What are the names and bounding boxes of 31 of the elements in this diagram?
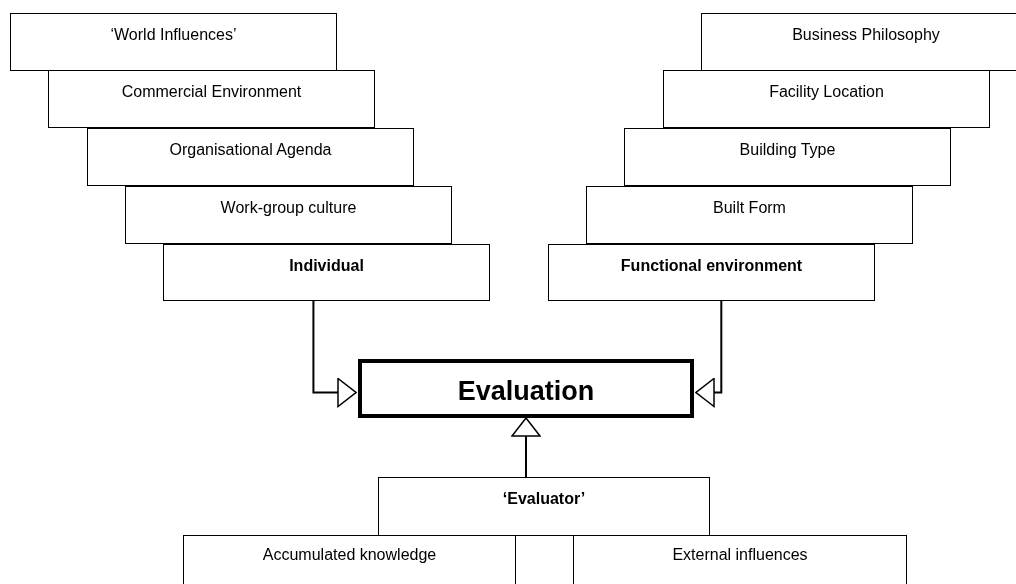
node-label: Building Type [738, 141, 837, 159]
node-label: Commercial Environment [120, 83, 303, 101]
label-box [48, 70, 375, 128]
node-label: Accumulated knowledge [261, 546, 438, 564]
label-box [125, 186, 452, 244]
label-box [87, 128, 414, 186]
node-label: Functional environment [619, 257, 804, 275]
node-label: ‘Evaluator’ [501, 490, 587, 508]
label-box [663, 70, 990, 128]
node-label: Individual [288, 257, 365, 275]
node-label: Business Philosophy [791, 26, 941, 44]
arrow [312, 300, 357, 408]
label-box [183, 535, 516, 584]
node-label: Work-group culture [219, 199, 358, 217]
node-label: Evaluation [456, 376, 596, 407]
label-box [378, 477, 710, 536]
label-box [586, 186, 913, 244]
label-box [573, 535, 907, 584]
arrow [511, 417, 541, 478]
arrow [695, 300, 723, 408]
label-box [10, 13, 337, 71]
label-box [701, 13, 1016, 71]
node-label: Facility Location [768, 83, 885, 101]
node-label: Built Form [712, 199, 787, 217]
label-box [548, 244, 875, 301]
node-label: ‘World Influences’ [109, 26, 238, 44]
node-label: External influences [671, 546, 809, 564]
central-box [358, 359, 694, 418]
label-box [624, 128, 951, 186]
label-box [163, 244, 490, 301]
node-label: Organisational Agenda [168, 141, 333, 159]
